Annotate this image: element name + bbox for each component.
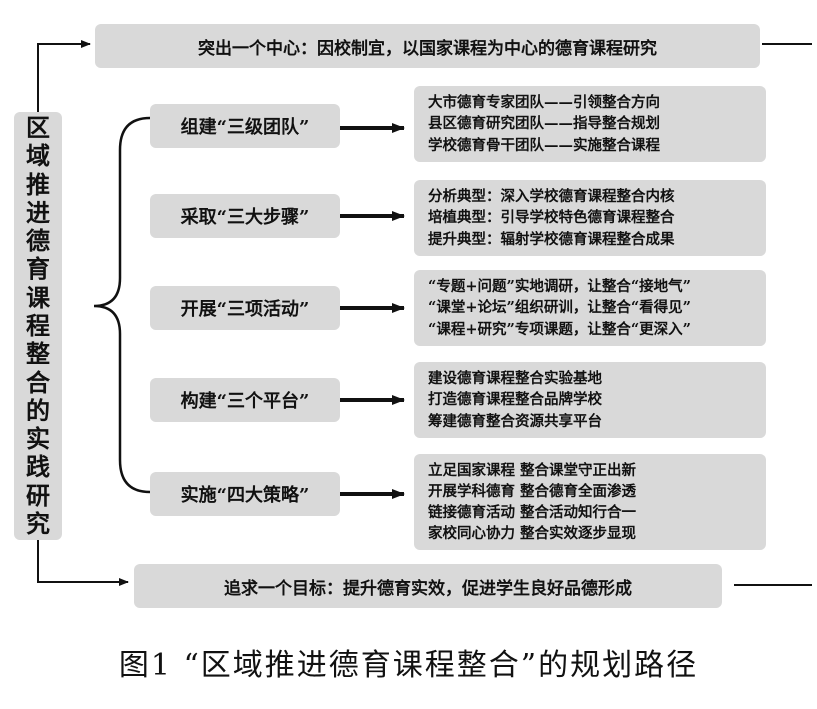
branch-items-4: 建设德育课程整合实验基地 打造德育课程整合品牌学校 筹建德育整合资源共享平台 [414, 362, 766, 438]
branch-items-5: 立足国家课程 整合课堂守正出新 开展学科德育 整合德育全面渗透 链接德育活动 整… [414, 454, 766, 550]
vertical-title-char: 德 [26, 226, 50, 256]
branch-item: 学校德育骨干团队——实施整合课程 [428, 136, 660, 154]
bottom-banner: 追求一个目标：提升德育实效，促进学生良好品德形成 [134, 564, 722, 608]
vertical-title-char: 研 [26, 480, 50, 510]
branch-label-text: 实施“四大策略” [180, 485, 310, 506]
branch-item: 开展学科德育 整合德育全面渗透 [428, 482, 637, 500]
vertical-title-char: 育 [26, 254, 50, 284]
branch-items-1: 大市德育专家团队——引领整合方向 县区德育研究团队——指导整合规划 学校德育骨干… [414, 86, 766, 162]
top-banner: 突出一个中心：因校制宜，以国家课程为中心的德育课程研究 [95, 24, 760, 68]
top-connector [37, 40, 91, 112]
figure-caption: 图1 “区域推进德育课程整合”的规划路径 [118, 648, 699, 683]
branch-label-text: 开展“三项活动” [180, 299, 310, 320]
top-banner-text: 突出一个中心：因校制宜，以国家课程为中心的德育课程研究 [198, 38, 657, 59]
branch-item: “课程+研究”专项课题，让整合“更深入” [428, 320, 692, 338]
bottom-banner-text: 追求一个目标：提升德育实效，促进学生良好品德形成 [224, 578, 632, 599]
branch-item: 建设德育课程整合实验基地 [428, 370, 602, 388]
branch-item: 大市德育专家团队——引领整合方向 [428, 94, 660, 112]
branch-item: 打造德育课程整合品牌学校 [428, 391, 602, 409]
branch-label-1: 组建“三级团队” [150, 104, 340, 148]
vertical-title-char: 区 [26, 113, 50, 142]
vertical-title-char: 合 [26, 367, 50, 397]
branch-item: 家校同心协力 整合实效逐步显现 [428, 525, 637, 543]
branch-item: “课堂+论坛”组织研训，让整合“看得见” [428, 299, 692, 317]
vertical-title-char: 程 [26, 310, 50, 340]
branch-label-3: 开展“三项活动” [150, 286, 340, 330]
vertical-title-char: 域 [26, 141, 50, 171]
vertical-title-char: 推 [26, 169, 50, 199]
branch-label-text: 组建“三级团队” [180, 117, 310, 138]
branch-label-text: 采取“三大步骤” [180, 207, 310, 228]
brace [93, 116, 151, 494]
vertical-title-char: 实 [26, 424, 50, 454]
branch-item: 提升典型：辐射学校德育课程整合成果 [428, 230, 675, 248]
branch-item: 培植典型：引导学校特色德育课程整合 [428, 209, 675, 227]
branch-item: 筹建德育整合资源共享平台 [428, 412, 602, 430]
branch-label-2: 采取“三大步骤” [150, 194, 340, 238]
vertical-title-char: 整 [26, 339, 50, 369]
branch-item: “专题+问题”实地调研，让整合“接地气” [428, 278, 692, 296]
branch-items-2: 分析典型：深入学校德育课程整合内核 培植典型：引导学校特色德育课程整合 提升典型… [414, 180, 766, 256]
vertical-title-box: 区域推进德育课程整合的实践研究 [14, 112, 62, 540]
branch-item: 分析典型：深入学校德育课程整合内核 [428, 188, 675, 206]
vertical-title-char: 的 [26, 395, 50, 425]
bottom-connector [37, 540, 129, 586]
branch-item: 县区德育研究团队——指导整合规划 [428, 115, 660, 133]
branch-label-4: 构建“三个平台” [150, 378, 340, 422]
branch-item: 立足国家课程 整合课堂守正出新 [428, 461, 637, 479]
vertical-title-char: 究 [26, 508, 50, 538]
branch-items-3: “专题+问题”实地调研，让整合“接地气” “课堂+论坛”组织研训，让整合“看得见… [414, 270, 766, 346]
vertical-title-char: 进 [26, 197, 50, 227]
branch-label-text: 构建“三个平台” [180, 391, 310, 412]
vertical-title-char: 课 [26, 282, 50, 312]
branch-item: 链接德育活动 整合活动知行合一 [428, 504, 637, 521]
branch-label-5: 实施“四大策略” [150, 472, 340, 516]
vertical-title-char: 践 [26, 452, 50, 482]
